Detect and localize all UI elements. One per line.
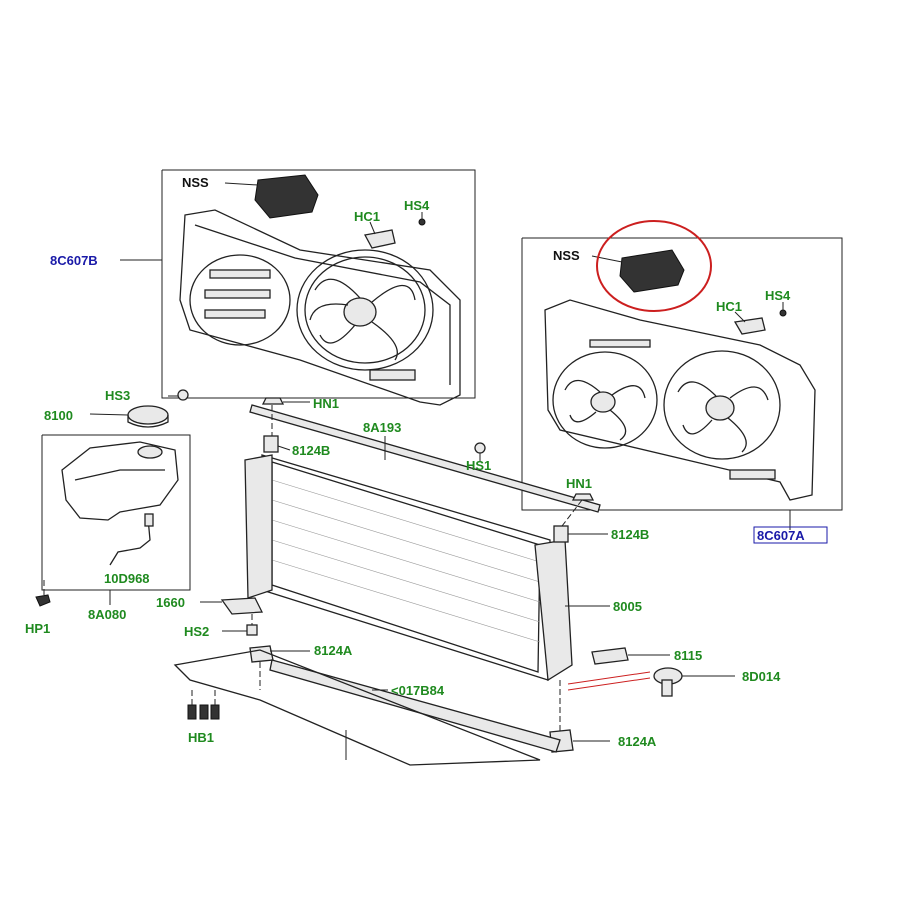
label-hn1-top: HN1 xyxy=(313,396,339,411)
label-8124b-right: 8124B xyxy=(611,527,649,542)
label-8124a-top: 8124A xyxy=(314,643,353,658)
label-nss-left: NSS xyxy=(182,175,209,190)
label-fan-assembly-b[interactable]: 8C607B xyxy=(50,253,98,268)
label-8100: 8100 xyxy=(44,408,73,423)
screw-hs1 xyxy=(474,442,486,454)
radiator-group: HN1 8A193 8124B HS1 HN1 8124B 1660 8005 … xyxy=(156,396,781,766)
label-hc1-left: HC1 xyxy=(354,209,380,224)
label-hp1: HP1 xyxy=(25,621,50,636)
fan-a-rotor-left xyxy=(552,351,658,449)
seal-8a193 xyxy=(249,404,601,513)
fan-shroud-b xyxy=(179,209,461,406)
bracket-8124b-right xyxy=(553,525,569,543)
pin-hp1 xyxy=(35,594,51,607)
label-hs4-right: HS4 xyxy=(765,288,791,303)
screw-hs2 xyxy=(246,624,258,636)
label-hs4-left: HS4 xyxy=(404,198,430,213)
fan-assembly-b-group: NSS HC1 HS4 8C607B xyxy=(50,169,476,406)
label-hb1: HB1 xyxy=(188,730,214,745)
fan-shroud-a xyxy=(544,299,816,501)
red-leader-2 xyxy=(567,677,651,691)
label-hn1-right: HN1 xyxy=(566,476,592,491)
label-hs1: HS1 xyxy=(466,458,491,473)
radiator-fins xyxy=(271,479,541,643)
fan-assembly-a-link-box xyxy=(753,526,828,544)
nut-hn1-right xyxy=(571,493,595,501)
clip-hc1-right xyxy=(733,317,766,335)
fan-a-rotor-right xyxy=(663,350,781,460)
reservoir-cap xyxy=(127,405,169,425)
radiator-tank-left xyxy=(244,454,273,599)
reservoir-group: HS3 8100 10D968 HP1 8A080 xyxy=(25,388,191,636)
fan-assembly-b-box xyxy=(161,169,476,399)
clips-hb1 xyxy=(187,690,220,720)
label-8005: 8005 xyxy=(613,599,642,614)
fan-opening-left xyxy=(189,254,291,346)
expansion-tank xyxy=(61,441,179,521)
label-1660: 1660 xyxy=(156,595,185,610)
label-hs2: HS2 xyxy=(184,624,209,639)
radiator-core xyxy=(261,454,551,681)
radiator-tank-right xyxy=(534,539,573,682)
reservoir-box xyxy=(41,434,191,591)
label-10d968: 10D968 xyxy=(104,571,150,586)
label-8d014: 8D014 xyxy=(742,669,781,684)
screw-hs3 xyxy=(177,389,189,401)
label-hs3: HS3 xyxy=(105,388,130,403)
red-leader-1 xyxy=(567,671,651,685)
screw-hs4-left xyxy=(418,218,426,226)
label-8a193: 8A193 xyxy=(363,420,401,435)
highlight-circle xyxy=(596,220,712,312)
screw-hs4-right xyxy=(779,309,787,317)
nss-module-right xyxy=(591,220,712,312)
clip-hc1-left xyxy=(364,229,396,249)
label-017b84: <017B84 xyxy=(391,683,445,698)
bracket-8124b-left xyxy=(263,435,279,453)
label-8a080: 8A080 xyxy=(88,607,126,622)
fan-assembly-a-box xyxy=(521,237,843,511)
label-8124a-bottom: 8124A xyxy=(618,734,657,749)
label-fan-assembly-a[interactable]: 8C607A xyxy=(757,528,805,543)
seal-017b84 xyxy=(269,659,561,753)
fan-b-rotor xyxy=(296,249,434,371)
sensor-8115 xyxy=(591,647,629,665)
nss-module-left xyxy=(224,174,319,219)
undertray xyxy=(173,649,541,766)
nut-hn1-top xyxy=(261,397,285,405)
bracket-1660 xyxy=(220,597,264,615)
label-hc1-right: HC1 xyxy=(716,299,742,314)
label-8124b-left: 8124B xyxy=(292,443,330,458)
label-8115: 8115 xyxy=(674,648,702,663)
level-sensor xyxy=(109,517,151,566)
label-nss-right: NSS xyxy=(553,248,580,263)
fan-assembly-a-group: NSS HC1 HS4 8C607A xyxy=(521,220,843,544)
